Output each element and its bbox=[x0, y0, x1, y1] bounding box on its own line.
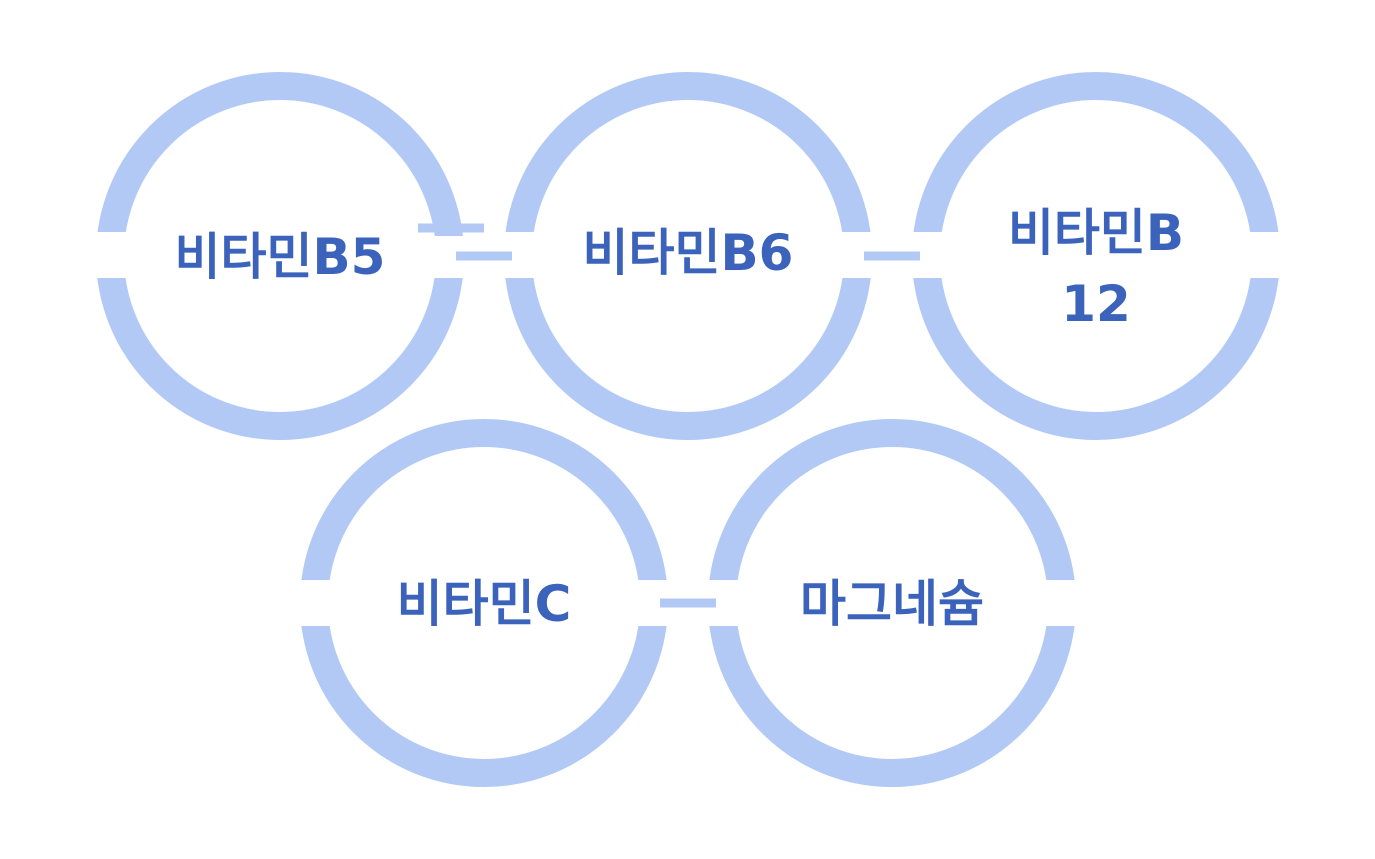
label-vitamin-b12-line-2: 12 bbox=[1061, 275, 1131, 333]
node-magnesium bbox=[702, 419, 1084, 787]
ring-gap-left bbox=[294, 580, 344, 626]
label-magnesium: 마그네슘 bbox=[800, 575, 984, 633]
label-vitamin-b6: 비타민B6 bbox=[583, 224, 794, 282]
label-vitamin-c: 비타민C bbox=[397, 575, 572, 633]
node-vitamin-b5 bbox=[90, 72, 480, 440]
label-vitamin-b12-line-1: 비타민B bbox=[1008, 204, 1184, 262]
node-vitamin-b6 bbox=[498, 72, 880, 440]
ring-gap-right bbox=[1034, 580, 1084, 626]
ring-gap-left bbox=[90, 232, 140, 278]
label-vitamin-b5: 비타민B5 bbox=[175, 228, 386, 286]
ring-gap-right bbox=[1238, 232, 1288, 278]
